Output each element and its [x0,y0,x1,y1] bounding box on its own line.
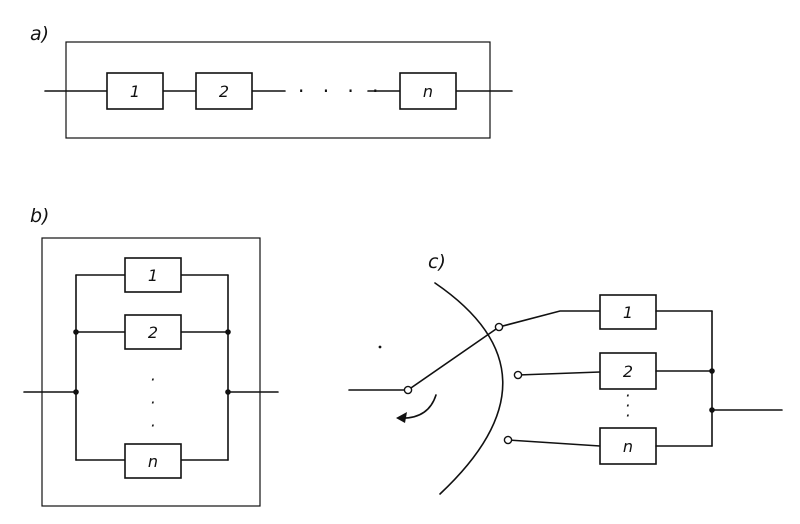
diagram-c-block-2: 2 [599,352,657,390]
diagram-a-series: a) 1 2 · · · · n [30,23,513,139]
diagram-b-frame [41,237,261,507]
junction-node [73,329,79,335]
block-label: n [148,452,158,471]
ellipsis-dot: · [625,386,630,405]
ellipsis-dot: · [625,396,630,415]
block-label: n [423,82,433,101]
block-label: 1 [130,82,140,101]
rotation-arrowhead [396,412,407,423]
selector-arc [434,282,504,495]
diagram-c-block-1: 1 [599,294,657,330]
diagram-a-block-n: n [399,72,457,110]
block-label: 2 [148,323,158,342]
ellipsis-dot: · [150,370,155,389]
junction-node [225,389,231,395]
junction-node [709,368,715,374]
diagram-b-parallel: b) 1 2 · · · n [23,205,279,507]
diagram-a-block-1: 1 [106,72,164,110]
switch-pivot [403,385,413,395]
switch-contact-2 [513,370,523,380]
diagram-b-block-2: 2 [124,314,182,350]
diagram-b-block-n: n [124,443,182,479]
junction-node [225,329,231,335]
ellipsis-dot: · [625,406,630,425]
diagram-a-frame [65,41,491,139]
diagram-a-block-2: 2 [195,72,253,110]
ellipsis-dot: · [150,393,155,412]
switch-arm [407,326,500,391]
junction-node [709,407,715,413]
block-label: 2 [623,362,633,381]
junction-node [73,389,79,395]
diagram-b-label: b) [30,205,49,227]
diagram-c-standby: c) 1 2 · · · n [348,251,783,495]
diagram-c-label: c) [428,251,446,273]
contact-wire-2 [517,371,601,376]
switch-contact-1 [494,322,504,332]
diagram-b-block-1: 1 [124,257,182,293]
block-label: 2 [219,82,229,101]
stray-mark [378,345,382,349]
block-label: 1 [623,303,633,322]
ellipsis-dot: · [150,416,155,435]
diagram-c-block-n: n [599,427,657,465]
diagram-c-ellipsis: · · · [625,386,630,425]
block-label: 1 [148,266,158,285]
contact-wire-n [507,439,601,447]
diagram-a-ellipsis: · · · · [298,79,385,103]
block-label: n [623,437,633,456]
contact-wire-1 [498,310,601,328]
diagram-b-ellipsis: · · · [150,370,155,435]
diagram-a-label: a) [30,23,49,45]
switch-contact-n [503,435,513,445]
